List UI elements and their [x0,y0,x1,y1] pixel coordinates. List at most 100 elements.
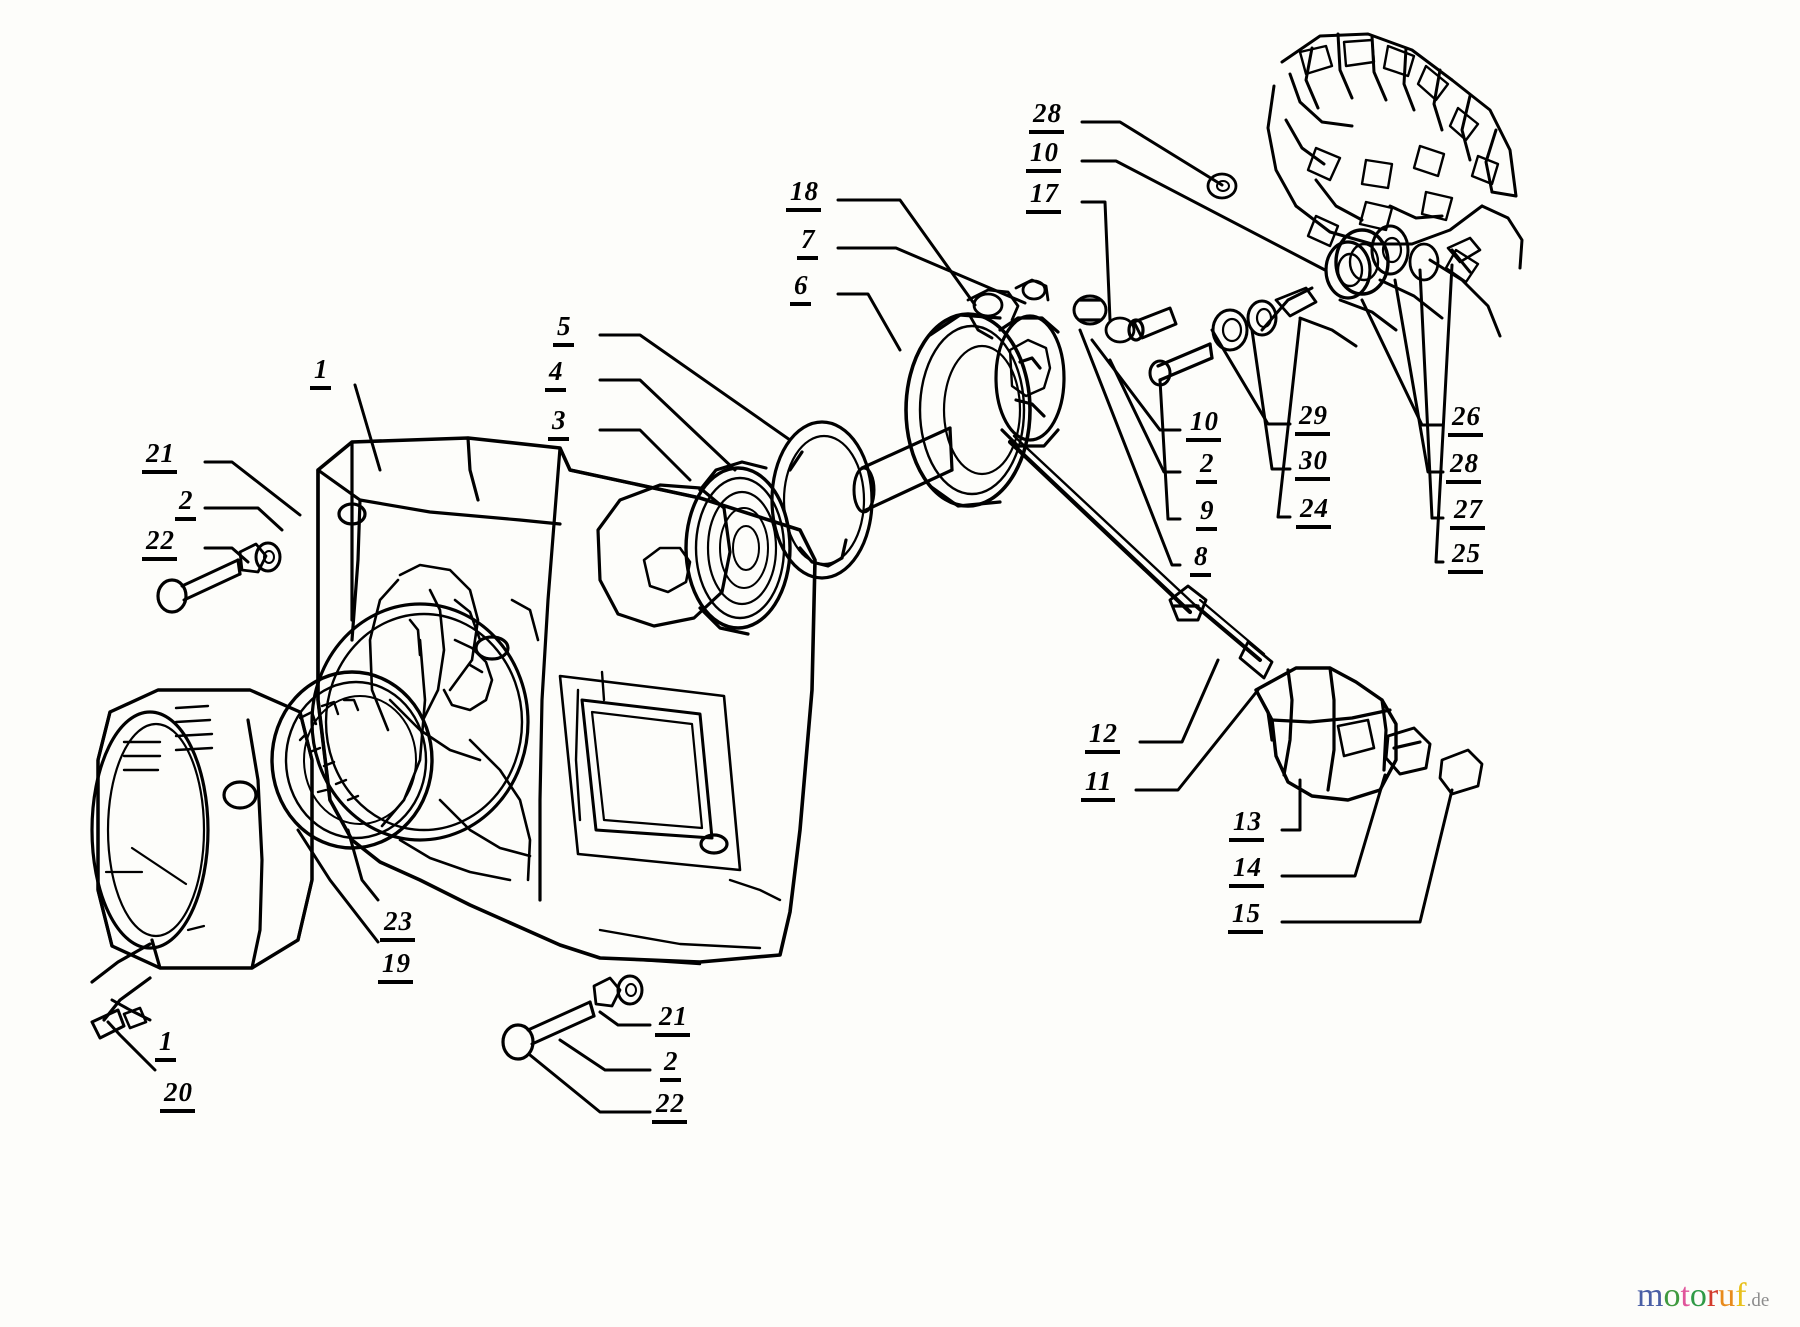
handle-pad-15 [1438,748,1484,796]
leader-9 [1158,378,1182,521]
housing-right-face-detail [574,670,782,966]
leader-5 [598,333,792,442]
leader-25 [1434,263,1454,564]
small-washer-28-top [1206,172,1238,200]
handle-bracket-window [1336,718,1376,758]
screw-20 [90,1006,148,1040]
leader-29 [1210,328,1292,426]
leader-lines [106,120,1454,1114]
callout-label-19: 19 [378,950,413,984]
watermark-letter-o1: o [1663,1277,1681,1314]
leader-8 [1078,328,1182,567]
leader-21b [598,1010,652,1027]
callout-label-13: 13 [1229,808,1264,842]
leader-14 [1280,773,1387,878]
callout-label-21: 21 [655,1003,690,1037]
housing-mounting-boss-mid [474,635,510,661]
clutch-housing-internal-detail [368,563,540,882]
watermark-suffix: .de [1746,1290,1770,1311]
handle-insert-14 [1384,726,1432,776]
starter-cover-marks [104,846,206,932]
motoruf-watermark: motoruf.de [1637,1277,1769,1315]
leader-23 [346,828,380,902]
shaft-coupler-nut-12 [1168,584,1208,622]
nut-2-bottom [592,976,622,1008]
callout-label-24: 24 [1296,495,1331,529]
recoil-rotor-23 [270,670,434,850]
watermark-letter-r: r [1706,1277,1719,1314]
leader-10a [1080,159,1327,272]
cooling-fan-impeller [1260,32,1524,348]
callout-label-11: 11 [1081,768,1115,802]
callout-label-6: 6 [790,272,811,306]
callout-label-5: 5 [553,313,574,347]
callout-label-14: 14 [1229,854,1264,888]
callout-label-4: 4 [545,358,566,392]
leader-24 [1276,318,1302,519]
starter-cover-ribs [122,704,214,772]
leader-7 [836,246,1027,305]
leader-21a [203,460,302,517]
callout-label-9: 9 [1196,497,1217,531]
callout-label-25: 25 [1448,540,1483,574]
callout-label-1: 1 [155,1028,176,1062]
callout-label-23: 23 [380,908,415,942]
bearing-ring-29 [1211,308,1249,352]
cooling-fan-hub [1334,228,1390,296]
starter-cover-hole [222,780,258,810]
pinion-washer-group [1104,316,1136,344]
leader-19 [296,828,380,944]
housing-mounting-boss-lower-right [699,833,729,855]
washer-21-bottom [616,974,644,1006]
flexible-drive-shaft [1007,434,1266,662]
watermark-letter-o2: o [1689,1277,1707,1314]
callout-label-1: 1 [310,356,331,390]
pinion-bolt-group [1127,306,1178,342]
callout-label-15: 15 [1228,900,1263,934]
watermark-letter-m: m [1637,1277,1664,1314]
leader-2a [203,506,284,532]
callout-label-30: 30 [1295,447,1330,481]
leader-13 [1280,778,1302,832]
leader-22a [203,546,250,564]
clutch-flywheel-7 [904,312,1032,508]
housing-window-outer-frame [558,674,742,872]
callout-label-12: 12 [1085,720,1120,754]
recoil-rotor-text [298,698,360,802]
callout-label-3: 3 [548,407,569,441]
drive-clip-25 [1446,236,1482,264]
leader-28a [1080,120,1224,187]
leader-28b [1393,278,1445,474]
leader-12 [1138,658,1220,744]
starter-cover-19 [90,688,314,1022]
housing-mounting-boss-top-left [337,502,367,526]
leader-22b [528,1053,652,1114]
leader-20 [106,1020,157,1072]
callout-label-7: 7 [797,226,818,260]
cooling-fan-blade-faces [1298,38,1500,284]
drive-shaft-stub-6 [852,426,954,514]
watermark-letter-f: f [1735,1277,1747,1314]
clutch-shoe-assembly-18 [994,314,1066,448]
drive-nut-27 [1408,242,1440,282]
callout-label-17: 17 [1026,180,1061,214]
callout-label-27: 27 [1450,496,1485,530]
leader-11 [1134,688,1260,792]
callout-label-28: 28 [1446,450,1481,484]
shaft-end-fitting-11 [1238,640,1274,680]
callout-label-2: 2 [660,1048,681,1082]
clutch-drum-4 [684,460,792,636]
callout-label-10: 10 [1186,408,1221,442]
callout-label-29: 29 [1295,402,1330,436]
leader-4 [598,378,737,472]
clutch-spring-and-pin-group [966,278,1050,340]
clutch-washer-3 [596,483,732,628]
handle-bracket-13 [1254,666,1398,802]
clutch-spacer-5 [770,420,874,580]
callout-label-10: 10 [1026,139,1061,173]
leader-1 [353,383,382,472]
leader-17 [1080,200,1112,322]
callout-label-2: 2 [1196,450,1217,484]
callout-label-22: 22 [652,1090,687,1124]
